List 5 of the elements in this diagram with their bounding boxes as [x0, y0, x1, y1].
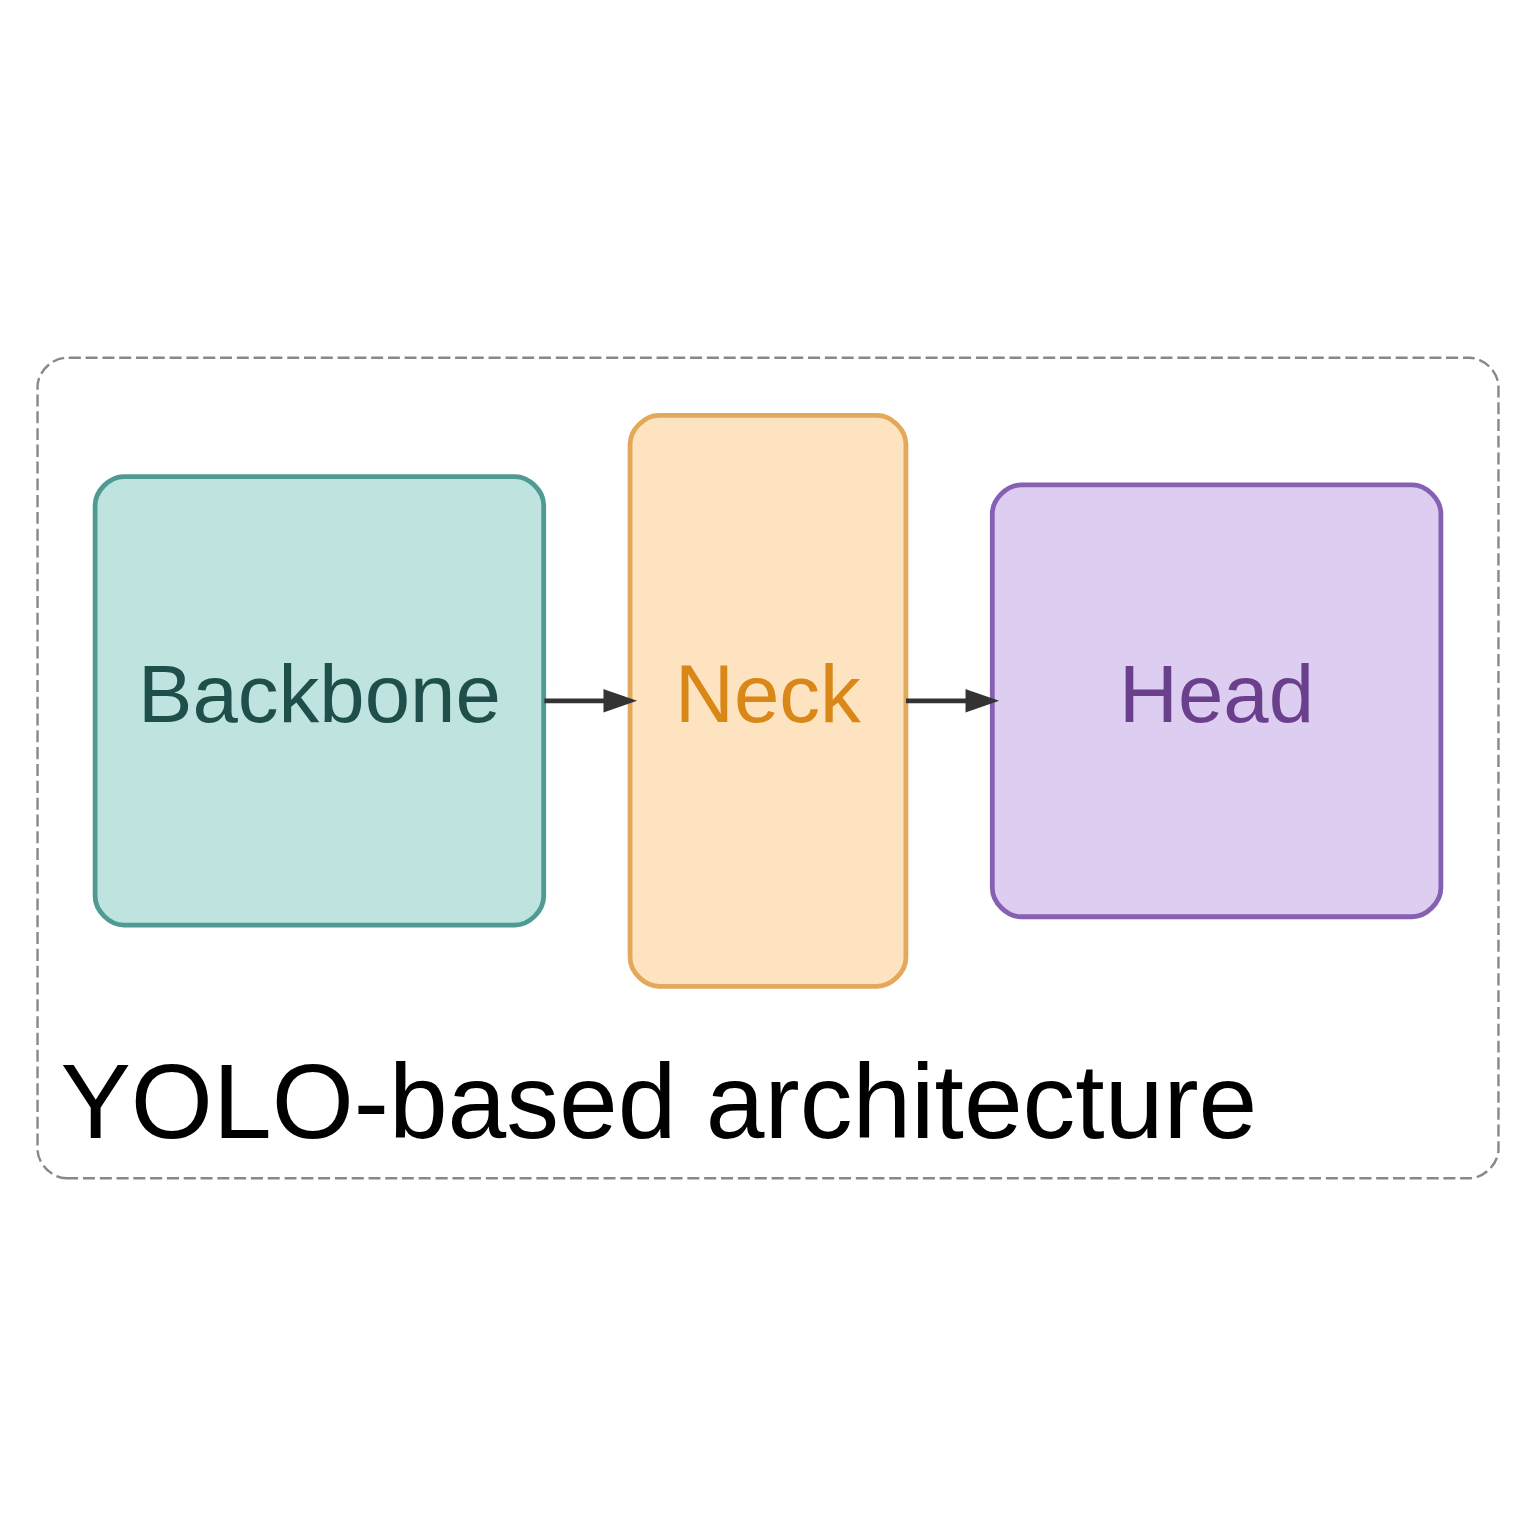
arrow	[905, 689, 1000, 713]
node-box: Head	[989, 482, 1444, 920]
arrow	[544, 689, 638, 713]
node-box: Backbone	[92, 474, 547, 928]
node-box: Neck	[627, 412, 909, 989]
